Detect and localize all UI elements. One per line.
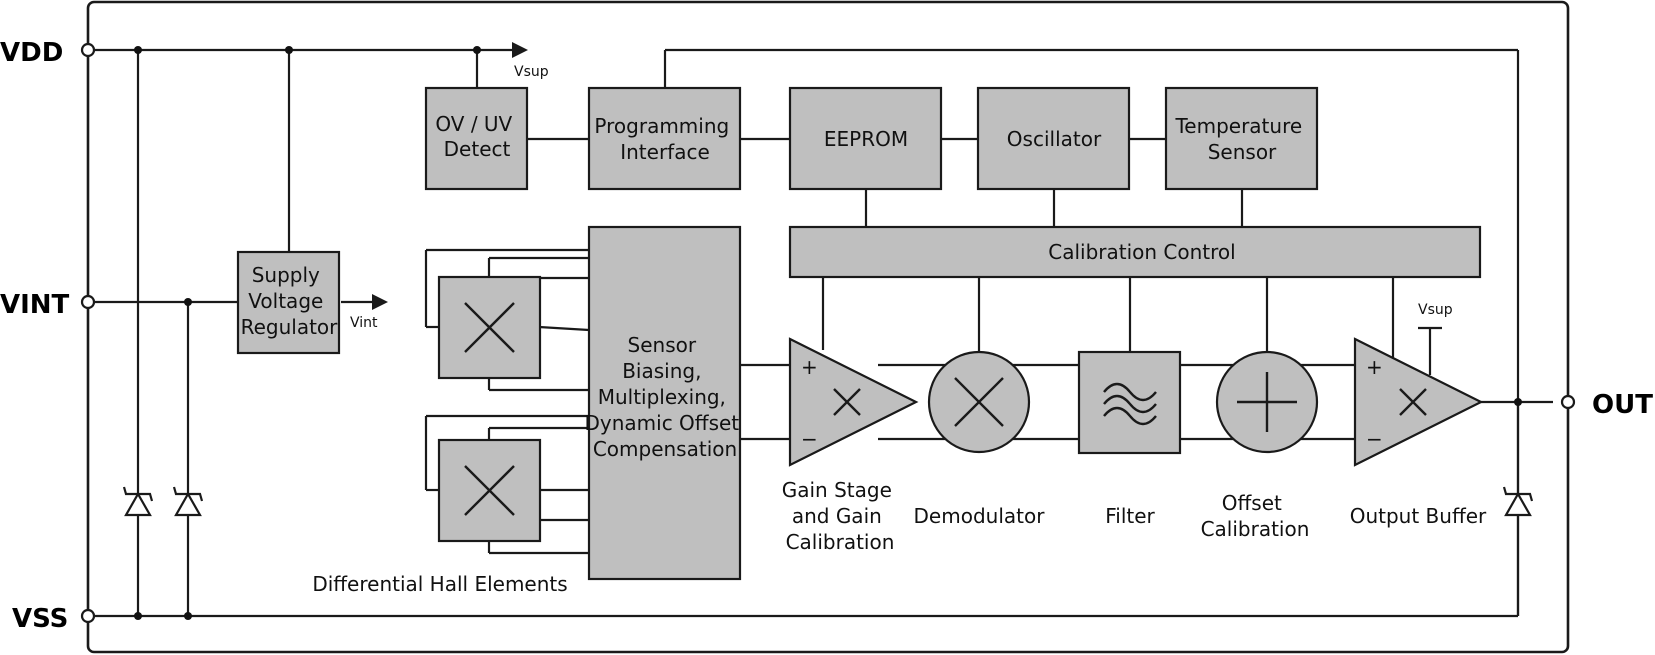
hall-elements-caption: Differential Hall Elements [312,572,567,596]
offset-calibration-caption: Offset Calibration [1201,491,1310,541]
sensor-biasing-block [587,225,742,581]
buffer-plus-sign: + [1366,355,1383,379]
programming-interface-label: Programming Interface [594,114,735,164]
temperature-sensor-label: Temperature Sensor [1174,114,1308,164]
demodulator-caption: Demodulator [914,504,1046,528]
buffer-minus-sign: − [1366,427,1383,451]
eeprom-block [788,86,943,191]
zener-diode-1 [122,486,154,517]
zener-diode-2 [172,486,204,517]
sensor-biasing-label: Sensor Biasing, Multiplexing, Dynamic Of… [584,333,745,461]
calibration-control-label: Calibration Control [1048,240,1235,264]
ov-uv-detect-block [424,86,529,191]
gain-minus-sign: − [801,427,818,451]
programming-interface-block [587,86,742,191]
offset-calibration [1215,350,1319,454]
oscillator-label: Oscillator [1007,127,1102,151]
gain-plus-sign: + [801,355,818,379]
pin-label-vdd: VDD [0,38,63,68]
pin-label-vint: VINT [0,290,70,320]
temperature-sensor-block [1164,86,1319,191]
supply-voltage-regulator-label: Supply Voltage Regulator [241,263,339,339]
pin-label-out: OUT [1592,390,1653,420]
eeprom-label: EEPROM [824,127,908,151]
vint-label: Vint [350,315,378,331]
ov-uv-detect-label: OV / UV Detect [435,112,518,161]
output-buffer-caption: Output Buffer [1350,504,1487,528]
vsup-label-buffer: Vsup [1418,302,1453,318]
junctions [134,46,1522,620]
out-terminal [1560,394,1576,410]
supply-voltage-regulator-block [236,250,341,355]
hall-element-1 [437,275,542,380]
vss-terminal [80,608,96,624]
pin-label-vss: VSS [12,604,68,634]
gain-stage-amplifier: + − [788,337,919,467]
output-buffer-amplifier: + − [1353,337,1484,467]
oscillator-block [976,86,1131,191]
hall-element-2 [437,438,542,543]
filter [1077,350,1182,455]
gain-stage-caption: Gain Stage and Gain Calibration [782,478,899,554]
filter-caption: Filter [1105,504,1155,528]
vdd-terminal [80,42,96,58]
calibration-control-block [788,225,1482,279]
demodulator [927,350,1031,454]
vint-terminal [80,294,96,310]
vsup-label-top: Vsup [514,64,549,80]
zener-diode-3 [1502,486,1534,517]
